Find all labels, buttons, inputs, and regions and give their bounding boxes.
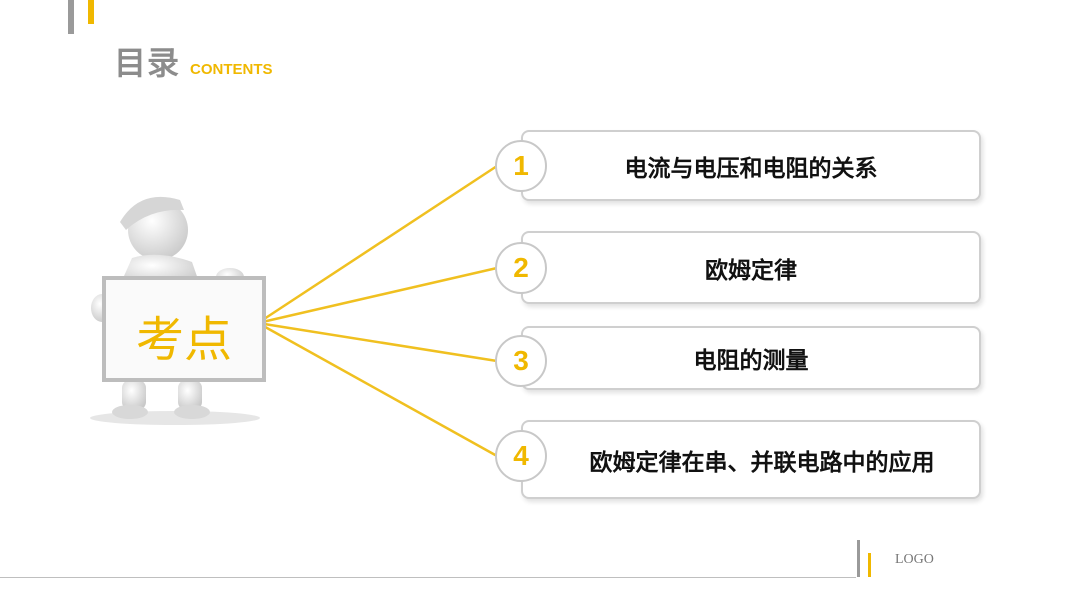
item-label: 欧姆定律 bbox=[705, 257, 797, 284]
item-card-3[interactable]: 电阻的测量 bbox=[521, 326, 981, 390]
item-label: 电流与电压和电阻的关系 bbox=[624, 155, 878, 182]
item-number-4: 4 bbox=[495, 430, 547, 482]
corner-bar-gray bbox=[68, 0, 74, 34]
footer-bar-gray bbox=[857, 540, 860, 577]
corner-bar-yellow bbox=[88, 0, 94, 24]
footer-divider bbox=[0, 577, 856, 578]
item-label: 电阻的测量 bbox=[693, 348, 809, 374]
item-card-1[interactable]: 电流与电压和电阻的关系 bbox=[521, 130, 981, 201]
footer-bar-yellow bbox=[868, 553, 871, 577]
item-number-2: 2 bbox=[495, 242, 547, 294]
subtitle-text: CONTENTS bbox=[190, 61, 273, 78]
item-card-4[interactable]: 欧姆定律在串、并联电路中的应用 bbox=[521, 420, 981, 499]
footer-logo: LOGO bbox=[895, 552, 934, 567]
sign-text: 考点 bbox=[135, 312, 232, 368]
item-label: 欧姆定律在串、并联电路中的应用 bbox=[589, 449, 935, 476]
item-number-3: 3 bbox=[495, 335, 547, 387]
page-title: 目录 CONTENTS bbox=[114, 38, 273, 84]
item-card-2[interactable]: 欧姆定律 bbox=[521, 231, 981, 304]
title-text: 目录 bbox=[114, 44, 181, 82]
item-number-1: 1 bbox=[495, 140, 547, 192]
person-holding-sign-illustration bbox=[90, 196, 266, 425]
